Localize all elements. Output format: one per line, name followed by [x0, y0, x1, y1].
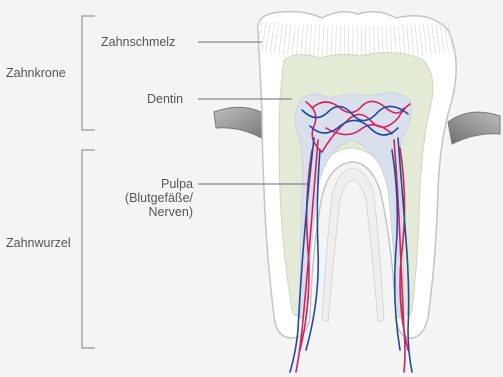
label-pulp-line2: (Blutgefäße/ [100, 191, 193, 205]
bracket-crown [82, 16, 95, 130]
label-enamel: Zahnschmelz [101, 35, 175, 49]
label-pulp-line1: Pulpa [100, 177, 193, 191]
label-pulp: Pulpa (Blutgefäße/ Nerven) [100, 177, 193, 219]
label-root: Zahnwurzel [6, 236, 71, 250]
label-crown: Zahnkrone [6, 66, 66, 80]
gum-right [448, 112, 500, 144]
bracket-root [82, 150, 95, 348]
label-pulp-line3: Nerven) [100, 205, 193, 219]
label-dentin: Dentin [147, 92, 183, 106]
root-inner [322, 168, 384, 322]
